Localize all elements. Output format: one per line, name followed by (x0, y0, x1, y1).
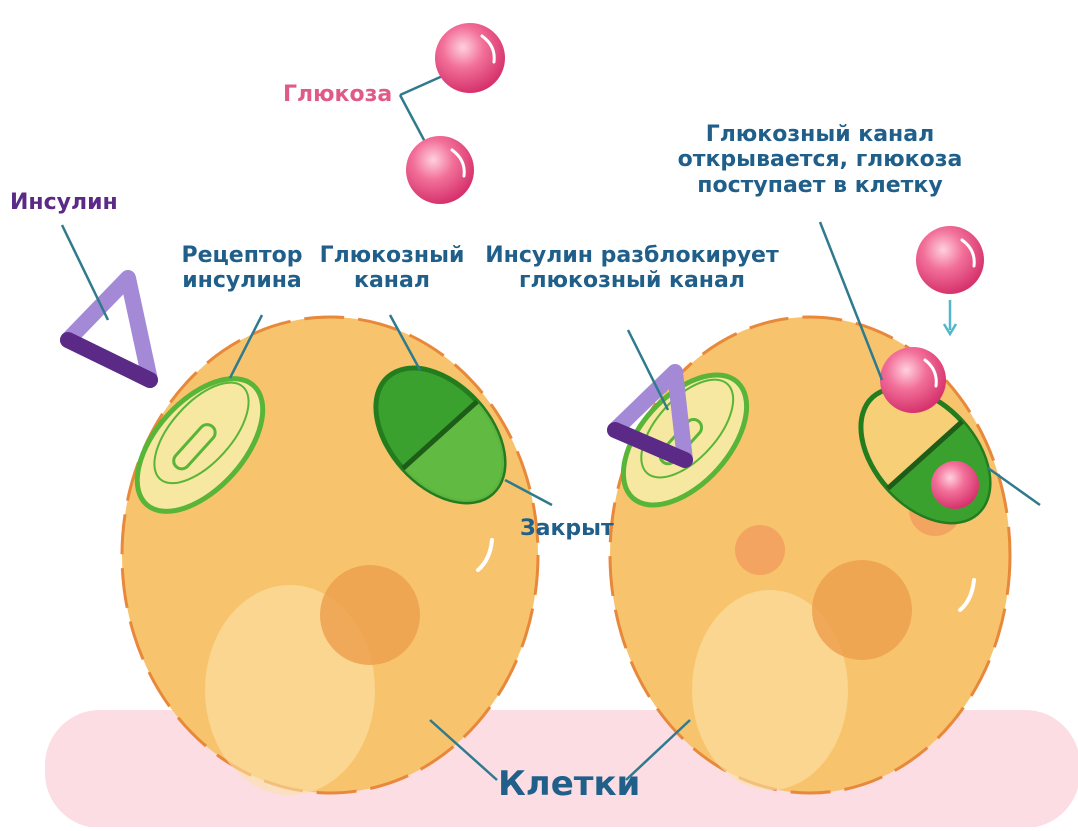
label-channel-opens: Глюкозный канал открывается, глюкоза пос… (670, 122, 970, 198)
label-channel-opens-line3: поступает в клетку (670, 173, 970, 198)
label-glucose: Глюкоза (283, 82, 392, 107)
label-cells: Клетки (498, 765, 640, 804)
label-insulin-unblocks-line1: Инсулин разблокирует (482, 243, 782, 268)
label-insulin-receptor-line2: инсулина (172, 268, 312, 293)
label-glucose-channel-line1: Глюкозный (312, 243, 472, 268)
label-insulin-unblocks: Инсулин разблокирует глюкозный канал (482, 243, 782, 294)
label-insulin-receptor: Рецептор инсулина (172, 243, 312, 294)
insulin-molecule-left (68, 278, 150, 380)
label-glucose-channel: Глюкозный канал (312, 243, 472, 294)
label-channel-opens-line1: Глюкозный канал (670, 122, 970, 147)
label-insulin-receptor-line1: Рецептор (172, 243, 312, 268)
glucose-molecules-top (400, 23, 505, 204)
label-glucose-channel-line2: канал (312, 268, 472, 293)
cell-left (122, 317, 538, 795)
label-closed: Закрыт (520, 516, 614, 541)
label-insulin-unblocks-line2: глюкозный канал (482, 268, 782, 293)
label-channel-opens-line2: открывается, глюкоза (670, 147, 970, 172)
label-insulin: Инсулин (10, 190, 118, 215)
